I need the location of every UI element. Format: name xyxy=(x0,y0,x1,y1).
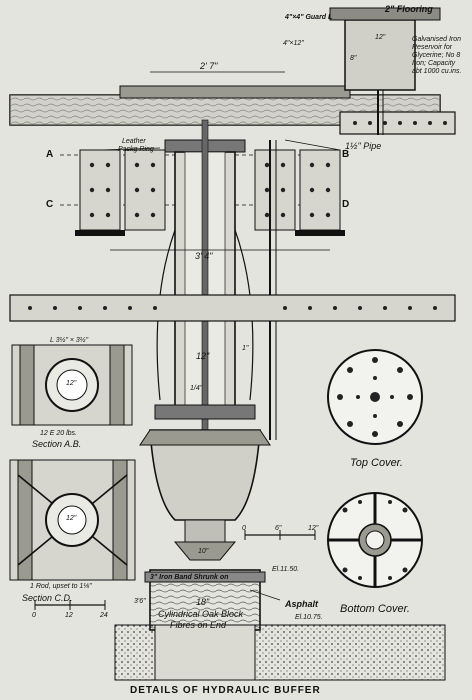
scale-left-24: 24 xyxy=(100,612,108,619)
rod-note: 1 Rod, upset to 1⅛" xyxy=(30,583,92,590)
guard-label: 4"×4" Guard L xyxy=(285,14,333,21)
pipe-label: 1½" Pipe xyxy=(345,141,382,151)
flooring-label: 2" Flooring xyxy=(385,4,433,14)
figure-caption: DETAILS OF HYDRAULIC BUFFER xyxy=(130,685,321,696)
dim-1: 1" xyxy=(242,345,249,352)
middle-girder xyxy=(9,294,456,322)
reservoir-top-dim: 12" xyxy=(375,34,386,41)
section-ab-dim: 12" xyxy=(66,380,77,387)
floor-timber xyxy=(9,85,441,126)
glycerine-reservoir xyxy=(329,7,441,135)
leather-label-1: Leather xyxy=(122,138,146,145)
top-cover-view xyxy=(327,349,423,445)
elevation-2: El.10.75. xyxy=(295,614,323,621)
reservoir-side-dim: 4"×12" xyxy=(283,40,304,47)
elevation-1: El.11.50. xyxy=(272,566,300,573)
span-dimension: 2' 7" xyxy=(200,61,218,71)
leather-label-2: Packg Ring xyxy=(118,146,154,153)
lower-bowl xyxy=(139,404,271,561)
section-ab-view xyxy=(11,344,133,426)
oak-block-foundation xyxy=(114,569,446,681)
top-girder xyxy=(339,111,456,135)
scale-left-0: 0 xyxy=(32,612,36,619)
section-cd-dim: 12" xyxy=(66,515,77,522)
section-ab-spec: 12 E 20 lbs. xyxy=(40,430,77,437)
section-marker-c: C xyxy=(46,199,54,210)
angle-label: L 3½" × 3½" xyxy=(50,337,89,344)
section-marker-a: A xyxy=(46,149,54,160)
dim-10: 10" xyxy=(198,548,209,555)
scale-right-0: 0 xyxy=(242,525,246,532)
reservoir-note-1: Galvanised Iron xyxy=(412,36,462,43)
reservoir-vertical-dim: 8" xyxy=(350,55,357,62)
top-cover-title: Top Cover. xyxy=(350,457,403,469)
dim-12: 12" xyxy=(196,351,210,361)
reservoir-note-5: abt 1000 cu.ins. xyxy=(412,68,462,75)
section-marker-b: B xyxy=(342,149,350,160)
reservoir-note-2: Reservoir for xyxy=(412,44,453,51)
dim-1-4: 1/4" xyxy=(190,385,203,392)
reservoir-note-4: Iron; Capacity xyxy=(412,60,456,67)
scale-right-12: 12" xyxy=(308,525,319,532)
iron-band-label: 3" Iron Band Shrunk on xyxy=(150,574,229,581)
scale-left-12: 12 xyxy=(65,612,73,619)
oak-block-label-1: Cylindrical Oak Block xyxy=(158,609,244,619)
bottom-cover-view xyxy=(327,492,423,588)
dim-18: 18" xyxy=(196,597,210,607)
asphalt-label: Asphalt xyxy=(285,599,319,609)
scale-right-6: 6" xyxy=(275,525,282,532)
leader-lines xyxy=(99,71,341,601)
bottom-cover-title: Bottom Cover. xyxy=(340,603,410,615)
reservoir-note-3: Glycerine; No 8 xyxy=(412,52,461,59)
oak-block-label-2: Fibres on End xyxy=(170,620,227,630)
dim-3-6: 3'6" xyxy=(134,598,146,605)
section-cd-view xyxy=(9,459,136,581)
section-cd-title: Section C.D. xyxy=(22,593,73,603)
scale-bars xyxy=(34,530,316,610)
section-ab-title: Section A.B. xyxy=(32,439,82,449)
dim-3-4: 3' 4" xyxy=(195,251,213,261)
buffer-cylinder xyxy=(156,119,277,461)
section-marker-d: D xyxy=(342,199,350,210)
